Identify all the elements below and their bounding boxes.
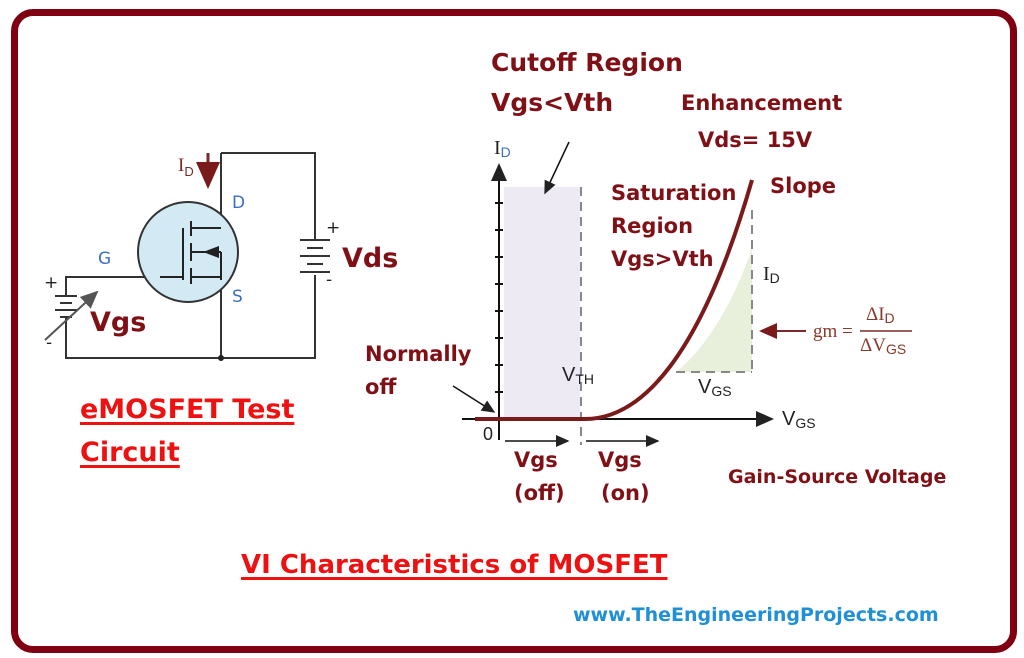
website-link[interactable]: www.TheEngineeringProjects.com xyxy=(573,604,939,626)
vds-label: Vds xyxy=(342,243,399,274)
cutoff-region-fill xyxy=(504,187,580,419)
cutoff-region-label: Cutoff Region xyxy=(491,48,683,77)
enhancement-label: Enhancement xyxy=(681,91,843,115)
cutoff-condition-label: Vgs<Vth xyxy=(491,88,614,117)
gain-source-voltage-label: Gain-Source Voltage xyxy=(728,466,947,488)
footer-title: VI Characteristics of MOSFET xyxy=(241,550,668,580)
vgs-off-label-2: (off) xyxy=(514,481,565,505)
vgs-label: Vgs xyxy=(90,307,147,338)
mosfet-symbol xyxy=(137,201,239,303)
origin-label: 0 xyxy=(483,424,494,444)
vds-minus: - xyxy=(326,270,333,290)
vgs-variable-battery-icon xyxy=(44,290,99,341)
diagram-frame xyxy=(11,9,1017,653)
delta-id-label: ID xyxy=(763,263,780,286)
vds-value-label: Vds= 15V xyxy=(698,128,813,152)
gm-formula-denominator: ΔVGS xyxy=(860,335,907,357)
normally-off-pointer-arrow xyxy=(452,385,496,413)
x-axis-label: VGS xyxy=(782,408,816,431)
saturation-label-2: Region xyxy=(611,214,694,238)
gm-formula-numerator: ΔID xyxy=(866,304,895,326)
y-axis-ticks xyxy=(495,202,503,393)
slope-label: Slope xyxy=(770,174,837,198)
cutoff-pointer-arrow xyxy=(544,141,570,195)
vds-plus: + xyxy=(326,218,341,238)
saturation-label-1: Saturation xyxy=(611,181,737,205)
vgs-on-label-2: (on) xyxy=(601,481,650,505)
vds-battery-icon xyxy=(300,239,330,273)
junction-dot xyxy=(218,355,224,361)
terminal-drain-label: D xyxy=(232,193,246,213)
vgs-off-label-1: Vgs xyxy=(514,448,558,472)
circuit-title-line2: Circuit xyxy=(80,437,180,468)
gm-formula-lhs: gm = xyxy=(813,321,853,342)
normally-off-label-2: off xyxy=(365,375,397,399)
delta-vgs-label: VGS xyxy=(698,376,732,399)
current-label: ID xyxy=(178,155,194,179)
terminal-gate-label: G xyxy=(98,249,112,269)
vgs-minus: - xyxy=(46,333,53,353)
circuit-title-line1: eMOSFET Test xyxy=(80,394,295,425)
terminal-source-label: S xyxy=(232,287,243,307)
saturation-label-3: Vgs>Vth xyxy=(611,247,714,271)
vgs-plus: + xyxy=(44,273,59,293)
vgs-on-label-1: Vgs xyxy=(598,448,642,472)
y-axis-label: ID xyxy=(494,137,511,160)
id-vgs-curve xyxy=(475,179,754,421)
slope-triangle-fill xyxy=(676,248,752,372)
vth-label: VTH xyxy=(562,364,595,387)
normally-off-label-1: Normally xyxy=(365,342,472,366)
